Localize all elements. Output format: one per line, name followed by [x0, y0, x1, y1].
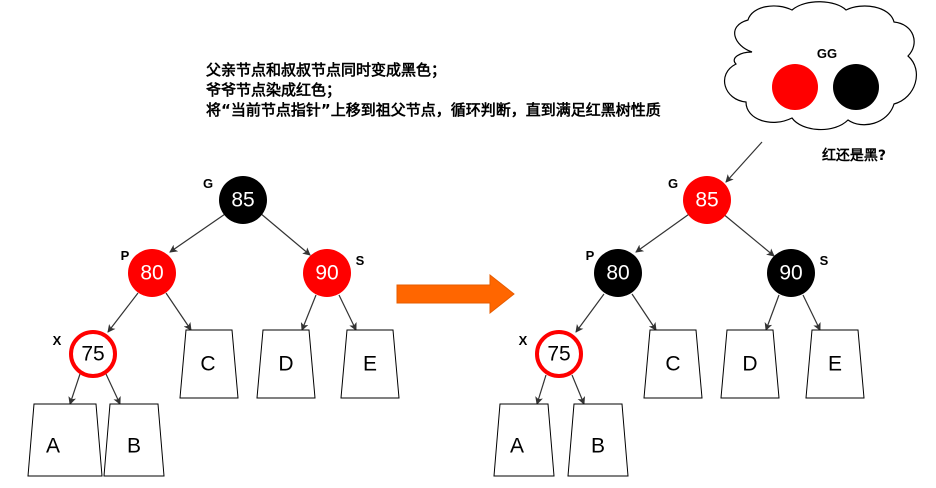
subtree-c-after-label: C — [665, 353, 680, 376]
node-p-label: P — [121, 248, 130, 263]
edge-s-e — [338, 294, 357, 331]
edge-g-s-after — [721, 212, 775, 257]
edge-x-b-after — [571, 374, 586, 405]
edge-p-x-after — [575, 293, 605, 333]
after-tree: A B C D E 85 G 80 P 90 S 75 X — [493, 176, 865, 477]
node-x-label: X — [53, 333, 62, 348]
subtree-c-after — [643, 329, 703, 399]
edge-g-p — [169, 211, 229, 253]
node-p-after-value: 80 — [606, 262, 629, 285]
edge-x-a — [68, 373, 81, 405]
subtree-c-label: C — [200, 353, 215, 376]
edge-s-d — [300, 294, 317, 331]
edge-p-x — [107, 292, 139, 333]
before-tree: A B C D E 85 G 80 P 90 S 75 X — [27, 176, 400, 477]
node-g-after — [683, 176, 731, 224]
subtree-b-after — [567, 403, 629, 477]
edge-p-c-after — [631, 293, 657, 331]
subtree-e — [340, 329, 400, 399]
subtree-d-after — [720, 329, 780, 399]
instruction-line-1: 父亲节点和叔叔节点同时变成黑色； — [205, 61, 446, 79]
subtree-d — [256, 329, 316, 399]
node-s-after — [767, 249, 815, 297]
transition-arrow — [396, 273, 515, 315]
edge-x-a-after — [535, 374, 547, 405]
node-s-after-label: S — [820, 253, 829, 268]
cloud-shape — [724, 1, 917, 131]
subtree-a-after — [493, 403, 555, 477]
node-p-after — [594, 249, 642, 297]
subtree-c — [179, 329, 239, 399]
edge-g-p-after — [635, 211, 693, 253]
node-g-after-value: 85 — [695, 189, 718, 212]
edge-g-s — [259, 212, 311, 256]
node-s-label: S — [356, 253, 365, 268]
cloud-black-circle — [833, 64, 879, 110]
node-s-value: 90 — [315, 262, 338, 285]
subtree-d-after-label: D — [742, 353, 757, 376]
node-g-value: 85 — [231, 189, 254, 212]
cloud-red-circle — [772, 64, 818, 110]
subtree-b — [103, 403, 165, 477]
edge-s-d-after — [764, 294, 780, 331]
cloud-gg-label: GG — [817, 46, 837, 61]
subtree-e-label: E — [363, 353, 377, 376]
subtree-b-label: B — [127, 435, 141, 458]
subtree-a — [27, 403, 103, 477]
node-p-after-label: P — [586, 248, 595, 263]
subtree-a-label: A — [46, 435, 60, 458]
node-g-label: G — [203, 176, 213, 191]
edge-p-c — [165, 292, 192, 331]
instruction-line-2: 爷爷节点染成红色； — [206, 81, 341, 99]
node-x-after-label: X — [519, 333, 528, 348]
node-g — [219, 176, 267, 224]
node-p-value: 80 — [140, 262, 163, 285]
cloud: GG 红还是黑? — [724, 1, 917, 183]
cloud-pointer-arrow — [725, 141, 763, 183]
node-x-after — [535, 330, 583, 378]
node-x-after-value: 75 — [547, 343, 570, 366]
subtree-a-after-label: A — [510, 435, 524, 458]
node-p — [128, 249, 176, 297]
cloud-question: 红还是黑? — [822, 147, 886, 164]
instructions: 父亲节点和叔叔节点同时变成黑色； 爷爷节点染成红色； 将“当前节点指针”上移到祖… — [205, 61, 661, 119]
subtree-d-label: D — [278, 353, 293, 376]
node-s-after-value: 90 — [779, 262, 802, 285]
node-g-after-label: G — [668, 176, 678, 191]
node-x — [69, 330, 117, 378]
subtree-b-after-label: B — [591, 435, 605, 458]
edge-x-b — [105, 373, 121, 405]
edge-s-e-after — [802, 294, 821, 331]
node-s — [303, 249, 351, 297]
subtree-e-after-label: E — [828, 353, 842, 376]
instruction-line-3: 将“当前节点指针”上移到祖父节点，循环判断，直到满足红黑树性质 — [206, 101, 661, 119]
subtree-e-after — [805, 329, 865, 399]
node-x-value: 75 — [81, 343, 104, 366]
